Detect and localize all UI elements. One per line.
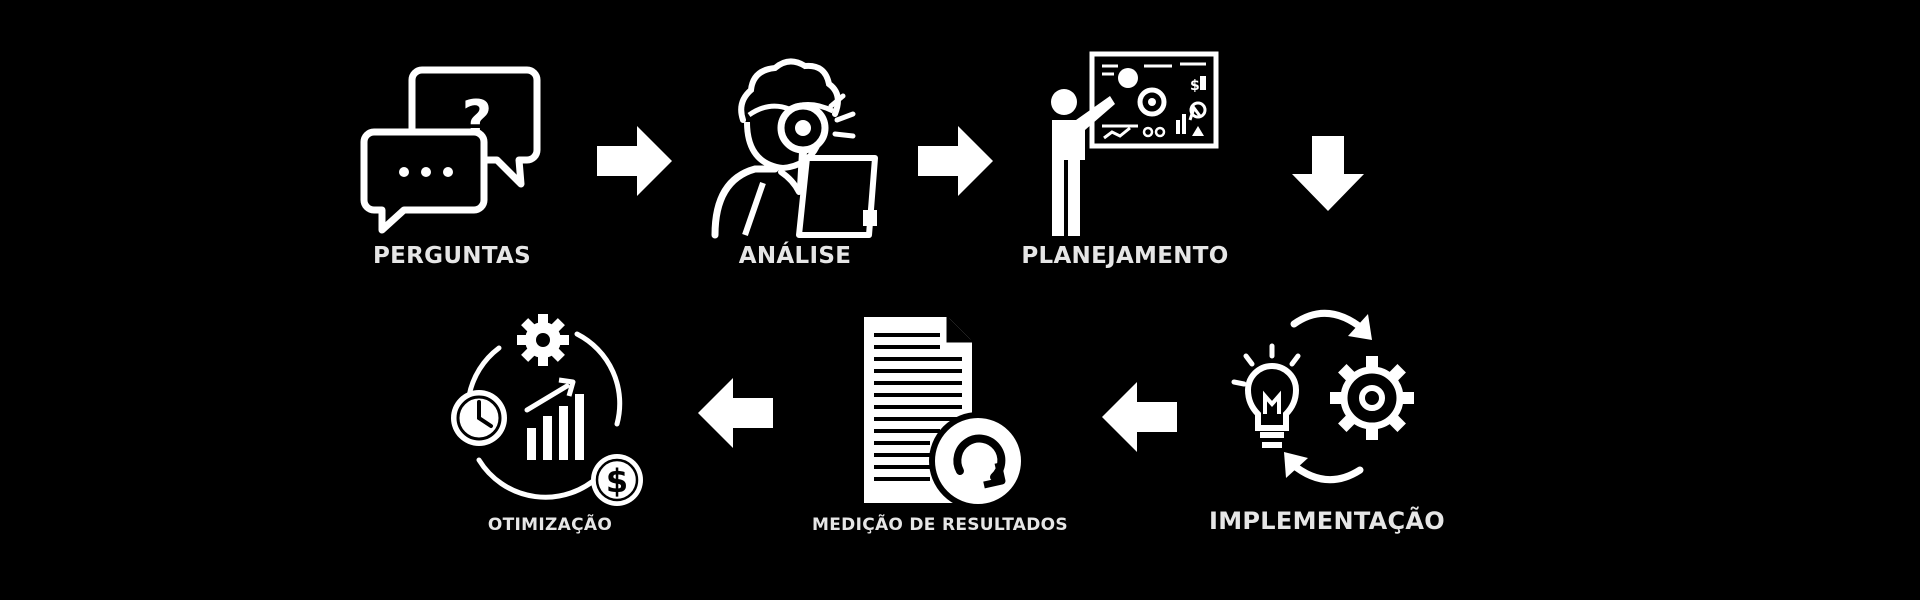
clock-chart-dollar-cycle-icon: $	[447, 310, 647, 510]
arrow-down-icon	[1292, 136, 1364, 211]
step-label-planejamento: PLANEJAMENTO	[1021, 243, 1229, 269]
person-magnifier-icon	[705, 58, 885, 239]
step-label-implementacao: IMPLEMENTAÇÃO	[1208, 507, 1446, 535]
step-label-medicao: MEDIÇÃO DE RESULTADOS	[812, 515, 1068, 535]
document-refresh-icon	[860, 315, 1035, 510]
presenter-board-icon: $	[1040, 50, 1220, 240]
step-label-analise: ANÁLISE	[738, 243, 852, 269]
arrow-right-icon	[918, 126, 993, 196]
arrow-left-icon	[1102, 382, 1177, 452]
svg-text:$: $	[1190, 78, 1200, 94]
arrow-left-icon	[698, 378, 773, 448]
arrow-right-icon	[597, 126, 672, 196]
chat-bubbles-question-icon: ?	[360, 62, 542, 237]
lightbulb-gear-cycle-icon	[1231, 302, 1422, 492]
step-label-otimizacao: OTIMIZAÇÃO	[487, 515, 613, 535]
svg-text:$: $	[606, 462, 628, 500]
step-label-perguntas: PERGUNTAS	[372, 243, 532, 269]
